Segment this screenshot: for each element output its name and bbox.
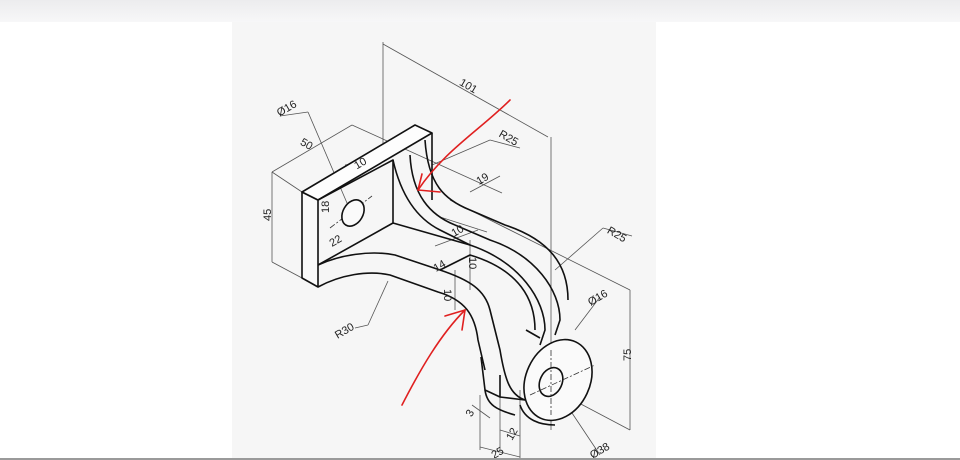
red-arrow-lower xyxy=(401,309,466,406)
plate-hole xyxy=(341,199,365,227)
dim-boss-depth: 12 xyxy=(504,426,521,443)
bottom-divider xyxy=(0,458,960,460)
red-arrow-upper xyxy=(417,99,511,191)
dim-boss-hole-diameter: Ø16 xyxy=(586,288,610,309)
dim-bottom-radius: R30 xyxy=(333,321,356,341)
dim-plate-width: 50 xyxy=(298,136,315,153)
dim-plate-thickness: 10 xyxy=(352,156,369,173)
dim-plate-hole-diameter: Ø16 xyxy=(275,98,299,119)
dim-overall-length: 101 xyxy=(457,77,479,97)
dim-plate-height: 45 xyxy=(262,209,274,221)
dim-bend-radius: R25 xyxy=(605,225,628,245)
browser-top-bar xyxy=(0,0,960,22)
dim-hole-vertical: 18 xyxy=(320,201,332,213)
part-outline xyxy=(301,124,593,426)
dim-flange-thickness: 10 xyxy=(441,289,453,301)
dimension-lines xyxy=(271,42,633,460)
red-arrowhead-lower-icon xyxy=(444,309,466,331)
dim-boss-length: 25 xyxy=(489,445,506,460)
red-arrowhead-upper-icon xyxy=(417,173,441,193)
red-arrow-annotations xyxy=(401,99,511,406)
dim-web-width: 14 xyxy=(431,258,448,275)
dim-overall-height: 75 xyxy=(622,349,634,361)
dim-boss-offset: 3 xyxy=(464,408,477,419)
dim-hole-horizontal: 22 xyxy=(327,233,344,250)
dim-rib-offset: 19 xyxy=(474,171,491,188)
dim-rib-thickness: 10 xyxy=(449,223,466,240)
dim-web-height: 10 xyxy=(466,257,478,269)
dim-top-radius: R25 xyxy=(497,128,520,148)
